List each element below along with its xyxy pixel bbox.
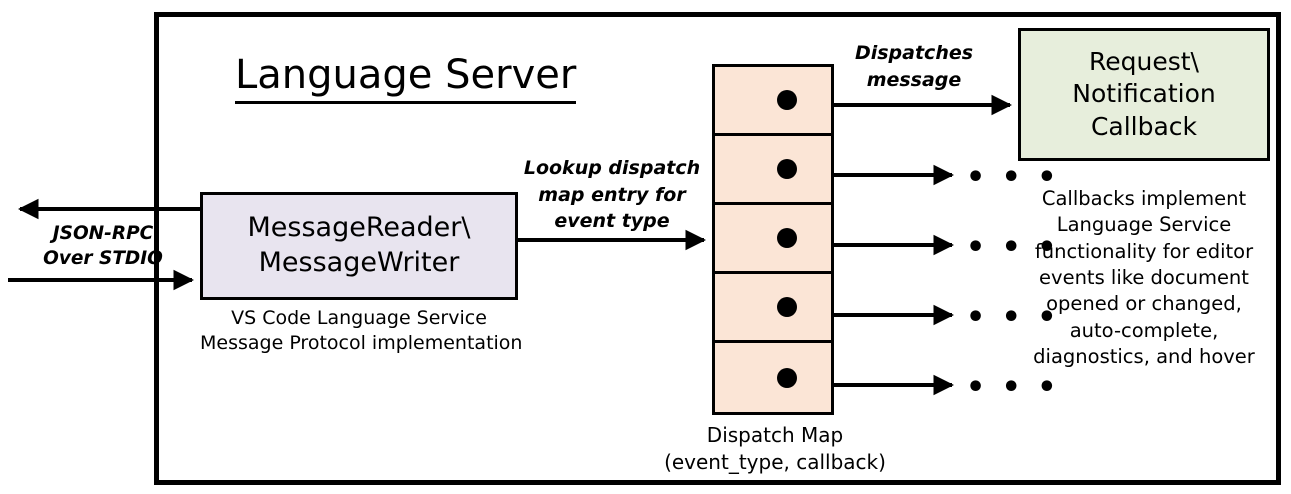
dispatch-map-row[interactable] (715, 343, 831, 412)
message-reader-writer-box[interactable]: MessageReader\ MessageWriter (200, 192, 518, 300)
callback-dot-icon (777, 228, 797, 248)
language-server-title: Language Server (235, 52, 577, 105)
callback-dot-icon (777, 297, 797, 317)
dispatch-map-row[interactable] (715, 205, 831, 274)
ellipsis-row-3: • • • (966, 230, 1060, 265)
ellipsis-row-2: • • • (966, 160, 1060, 195)
dispatch-map-row[interactable] (715, 274, 831, 343)
request-notification-callback-label: Request\ Notification Callback (1072, 46, 1216, 141)
callback-description: Callbacks implement Language Service fun… (1033, 187, 1255, 368)
request-notification-callback-box[interactable]: Request\ Notification Callback (1018, 28, 1270, 161)
dispatch-map-row[interactable] (715, 136, 831, 205)
callback-dot-icon (777, 367, 797, 388)
callback-dot-icon (777, 159, 797, 179)
lookup-dispatch-label: Lookup dispatch map entry for event type (523, 157, 701, 233)
dispatch-map-row[interactable] (715, 67, 831, 136)
ellipsis-row-5: • • • (966, 370, 1060, 405)
ellipsis-row-4: • • • (966, 300, 1060, 335)
message-reader-writer-caption: VS Code Language Service Message Protoco… (200, 307, 523, 355)
dispatch-map-table[interactable] (712, 64, 834, 415)
jsonrpc-transport-label: JSON-RPC Over STDIO (43, 223, 163, 269)
dispatch-map-caption: Dispatch Map (event_type, callback) (664, 423, 886, 474)
callback-dot-icon (777, 90, 797, 110)
message-reader-writer-label: MessageReader\ MessageWriter (247, 212, 471, 278)
dispatches-message-label: Dispatches message (854, 42, 974, 91)
